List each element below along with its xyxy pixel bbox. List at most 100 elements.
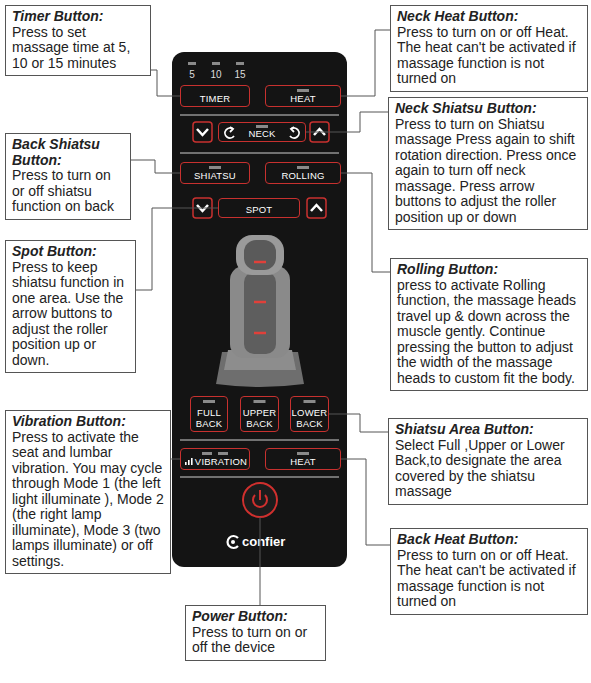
indicator-light	[202, 452, 212, 455]
indicator-light	[188, 62, 196, 65]
timer-value: 15	[230, 69, 250, 81]
control-button: TIMER	[180, 85, 250, 107]
leader-line	[306, 112, 388, 132]
leader-line	[341, 30, 390, 96]
callout-heading: Timer Button:	[12, 9, 144, 25]
indicator-light	[209, 166, 221, 169]
arrow-button	[307, 198, 326, 218]
brand-logo: confier	[242, 534, 285, 549]
rotate-right-arrowhead	[291, 127, 294, 132]
rotate-right-icon	[290, 128, 299, 138]
control-button: SHIATSU	[180, 162, 250, 184]
button-label: UPPER BACK	[241, 408, 278, 429]
indicator-light	[297, 89, 309, 92]
control-button: FULL BACK	[190, 396, 228, 432]
separator-line	[180, 153, 339, 154]
indicator-light	[304, 400, 316, 403]
power-ring	[243, 483, 277, 517]
control-button: HEAT	[265, 448, 341, 470]
callout-heading: Shiatsu Area Button:	[395, 422, 581, 438]
control-button: NECK	[218, 122, 306, 142]
arrow-buttons	[193, 122, 329, 218]
button-label: SHIATSU	[194, 171, 236, 182]
button-label: HEAT	[290, 94, 315, 105]
rotation-icons	[225, 127, 299, 138]
callout-text: Press to turn on or off the device	[192, 625, 319, 656]
callout-box: Back Shiatsu Button:Press to turn on or …	[5, 133, 131, 220]
massage-marker	[254, 301, 266, 304]
separator-line	[180, 115, 339, 116]
callout-heading: Neck Heat Button:	[397, 9, 581, 25]
leader-line	[260, 517, 261, 605]
callout-box: Shiatsu Area Button:Select Full ,Upper o…	[388, 418, 588, 505]
leader-line	[341, 459, 390, 545]
timer-value: 5	[182, 69, 202, 81]
up-chevron	[314, 129, 325, 135]
down-chevron	[197, 129, 208, 135]
button-label: SPOT	[246, 205, 273, 216]
separator-line	[180, 477, 339, 478]
callout-box: Neck Heat Button:Press to turn on or off…	[390, 5, 588, 92]
control-button: HEAT	[265, 85, 341, 107]
button-label: LOWER BACK	[291, 408, 328, 429]
leader-line	[136, 208, 218, 290]
power-button	[243, 483, 277, 517]
callout-heading: Rolling Button:	[397, 262, 581, 278]
callout-box: Vibration Button:Press to activate the s…	[5, 410, 171, 574]
arrow-button	[193, 122, 212, 142]
callout-text: Press to keep shiatsu function in one ar…	[12, 260, 129, 369]
separator-lines	[180, 115, 339, 477]
callout-text: Press to turn on or off shiatsu function…	[12, 168, 124, 215]
chair-headrest-panel	[244, 240, 276, 270]
callout-heading: Back Shiatsu Button:	[12, 137, 124, 168]
callout-box: Spot Button:Press to keep shiatsu functi…	[5, 240, 136, 373]
callout-box: Back Heat Button:Press to turn on or off…	[390, 528, 588, 615]
indicator-light	[203, 400, 215, 403]
arrow-button	[310, 122, 329, 142]
arrow-button	[193, 198, 212, 218]
massage-marker	[254, 261, 266, 264]
callout-box: Rolling Button:press to activate Rolling…	[390, 258, 588, 391]
indicator-light	[254, 400, 266, 403]
power-icon	[259, 490, 261, 500]
button-label: NECK	[248, 129, 275, 140]
callout-text: press to activate Rolling function, the …	[397, 278, 581, 387]
button-label: HEAT	[290, 457, 315, 468]
indicator-light	[236, 62, 244, 65]
callout-box: Neck Shiatsu Button:Press to turn on Shi…	[388, 97, 588, 230]
chair-back-panel	[244, 272, 276, 354]
signal-bar	[188, 460, 190, 465]
up-chevron	[311, 205, 322, 211]
callout-box: Power Button:Press to turn on or off the…	[185, 605, 326, 661]
chair-headrest	[236, 235, 284, 275]
separator-line	[180, 440, 339, 441]
callout-heading: Power Button:	[192, 609, 319, 625]
callout-box: Timer Button:Press to set massage time a…	[5, 5, 151, 76]
indicator-light	[297, 166, 309, 169]
timer-value: 10	[206, 69, 226, 81]
callout-text: Select Full ,Upper or Lower Back,to desi…	[395, 438, 581, 500]
chair-illustration	[216, 235, 304, 387]
button-label: VIBRATION	[195, 457, 247, 468]
chair-back	[230, 266, 290, 358]
control-button: ROLLING	[265, 162, 341, 184]
control-button: SPOT	[218, 198, 300, 218]
callout-text: Press to turn on Shiatsu massage Press a…	[395, 117, 581, 226]
rotate-left-icon	[225, 128, 234, 138]
remote-control: confier TIMER HEAT NECK SHIATSU ROLLING SPOT FU…	[172, 52, 347, 567]
leader-line	[341, 173, 390, 272]
control-button: UPPER BACK	[240, 396, 279, 432]
callout-text: Press to set massage time at 5, 10 or 15…	[12, 25, 144, 72]
down-chevron	[197, 205, 208, 211]
callout-heading: Vibration Button:	[12, 414, 164, 430]
signal-bar	[191, 458, 193, 465]
leader-line	[329, 414, 388, 432]
rotate-left-arrowhead	[230, 127, 233, 132]
callout-heading: Neck Shiatsu Button:	[395, 101, 581, 117]
indicator-light	[218, 452, 228, 455]
logo-mark	[231, 540, 235, 544]
indicator-light	[297, 452, 309, 455]
callout-heading: Spot Button:	[12, 244, 129, 260]
